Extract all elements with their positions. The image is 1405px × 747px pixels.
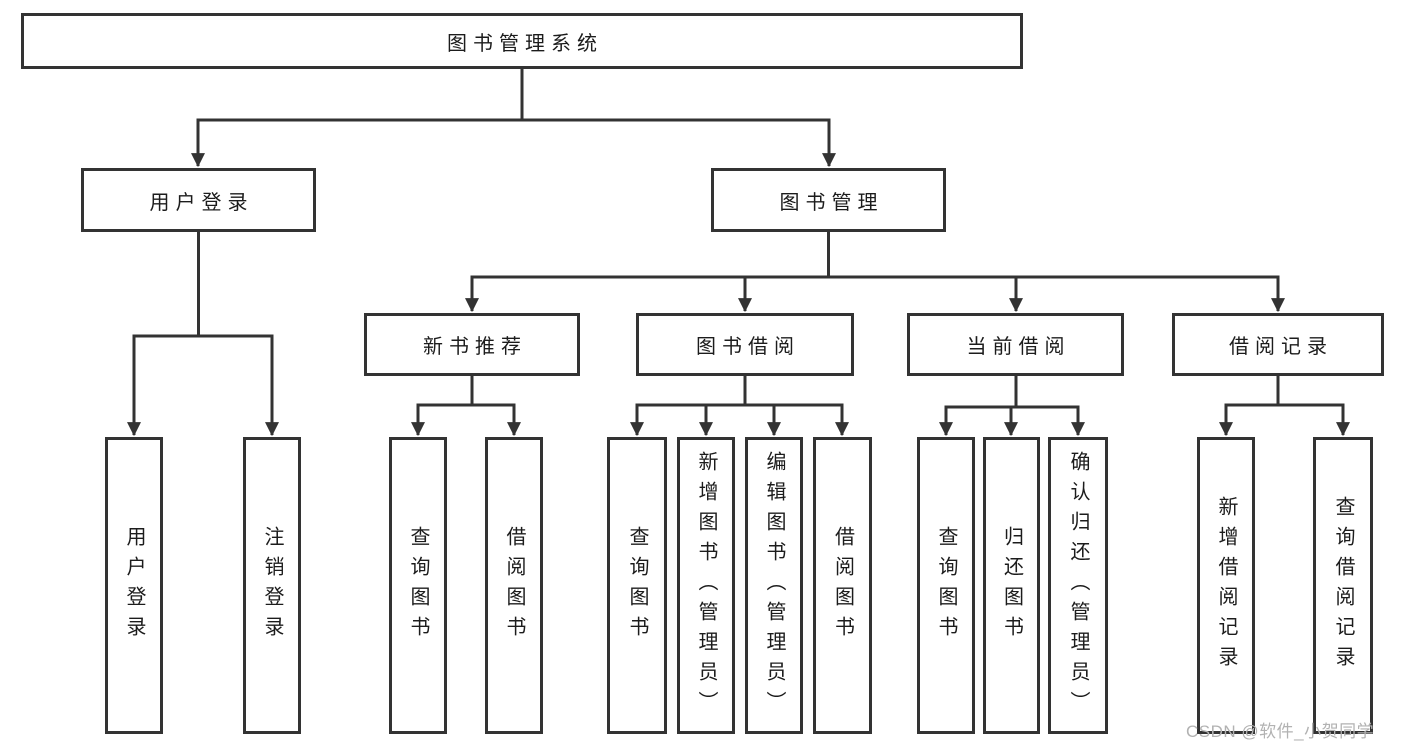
leaf-edit-books-admin: 编辑图书（管理员） <box>745 437 803 734</box>
leaf-label: 用户登录 <box>123 525 145 646</box>
leaf-user-login: 用户登录 <box>105 437 163 734</box>
node-library-management-system: 图书管理系统 <box>21 13 1023 69</box>
leaf-label: 查询图书 <box>626 525 648 646</box>
leaf-label: 借阅图书 <box>831 525 854 646</box>
node-label: 图书管理 <box>779 191 884 214</box>
node-label: 图书借阅 <box>696 336 800 358</box>
node-label: 当前借阅 <box>966 336 1071 358</box>
leaf-label: 新增图书（管理员） <box>695 450 717 721</box>
node-borrowing-records: 借阅记录 <box>1172 313 1384 376</box>
leaf-query-books-new-recommend: 查询图书 <box>389 437 447 734</box>
leaf-borrow-books-borrowing: 借阅图书 <box>813 437 872 734</box>
node-book-borrowing: 图书借阅 <box>636 313 854 376</box>
leaf-label: 注销登录 <box>261 525 283 646</box>
leaf-query-borrow-record: 查询借阅记录 <box>1313 437 1373 734</box>
node-book-management: 图书管理 <box>711 168 946 232</box>
leaf-logout: 注销登录 <box>243 437 301 734</box>
leaf-return-books: 归还图书 <box>983 437 1040 734</box>
leaf-label: 归还图书 <box>1000 525 1023 646</box>
leaf-borrow-books-new-recommend: 借阅图书 <box>485 437 543 734</box>
leaf-label: 确认归还（管理员） <box>1067 450 1089 721</box>
leaf-label: 编辑图书（管理员） <box>763 450 785 721</box>
leaf-query-books-borrowing: 查询图书 <box>607 437 667 734</box>
leaf-label: 查询图书 <box>407 525 429 646</box>
leaf-label: 新增借阅记录 <box>1215 495 1237 676</box>
leaf-label: 查询借阅记录 <box>1332 495 1354 676</box>
leaf-add-borrow-record: 新增借阅记录 <box>1197 437 1255 734</box>
leaf-query-books-current: 查询图书 <box>917 437 975 734</box>
leaf-label: 借阅图书 <box>503 525 525 646</box>
node-label: 图书管理系统 <box>447 32 603 55</box>
csdn-watermark: CSDN @软件_小贺同学 <box>1186 722 1375 741</box>
node-label: 新书推荐 <box>423 336 527 358</box>
leaf-label: 查询图书 <box>935 525 957 646</box>
node-new-book-recommend: 新书推荐 <box>364 313 580 376</box>
leaf-add-books-admin: 新增图书（管理员） <box>677 437 735 734</box>
node-user-login: 用户登录 <box>81 168 316 232</box>
node-label: 借阅记录 <box>1229 336 1333 358</box>
node-current-borrowing: 当前借阅 <box>907 313 1124 376</box>
node-label: 用户登录 <box>149 191 254 214</box>
leaf-confirm-return-admin: 确认归还（管理员） <box>1048 437 1108 734</box>
